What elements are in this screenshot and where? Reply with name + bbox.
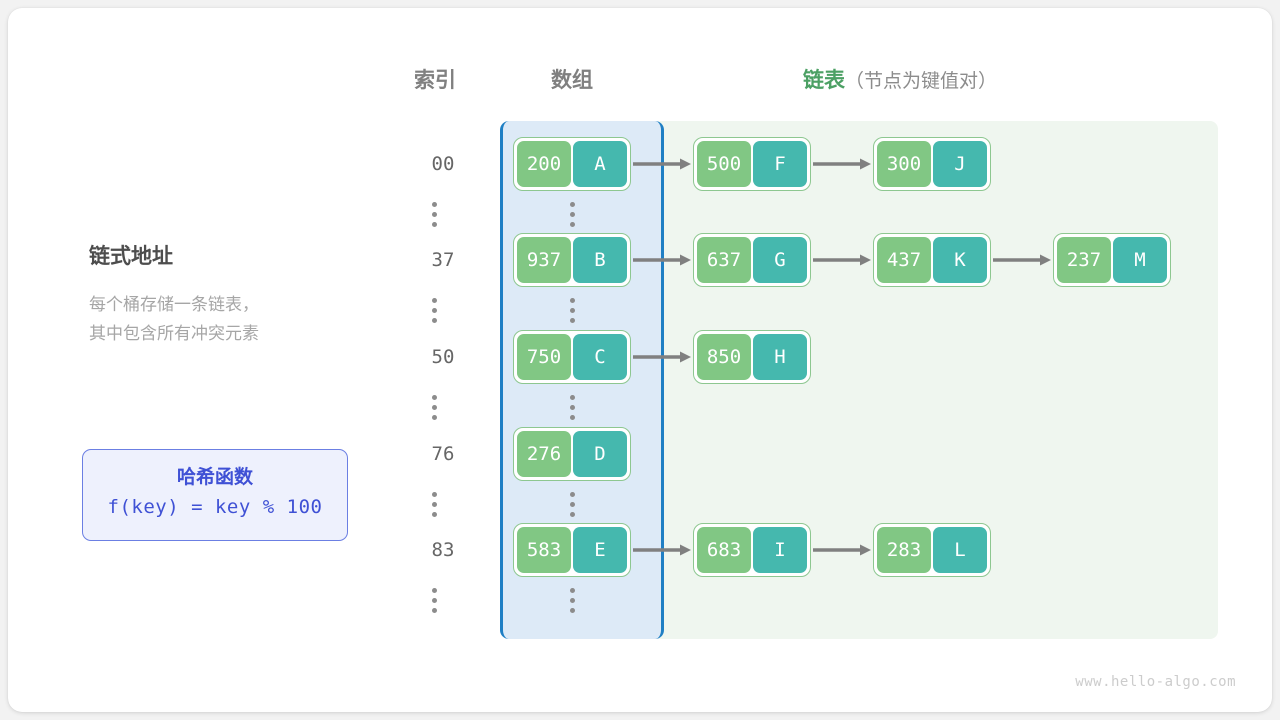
node-value: M [1113, 237, 1167, 283]
bucket-index-label: 37 [431, 249, 455, 271]
bucket-index-label: 76 [431, 443, 455, 465]
index-ellipsis-icon [432, 492, 438, 517]
footer-watermark: www.hello-algo.com [1075, 674, 1236, 690]
node-key: 637 [697, 237, 751, 283]
diagram-title: 链式地址 [89, 245, 173, 268]
next-pointer-arrow [633, 157, 691, 171]
hash-function-box: 哈希函数 f(key) = key % 100 [82, 449, 348, 541]
index-ellipsis-icon [432, 395, 438, 420]
bucket-index-label: 83 [431, 539, 455, 561]
node-value: I [753, 527, 807, 573]
node-key: 850 [697, 334, 751, 380]
node-value: B [573, 237, 627, 283]
hash-function-formula: f(key) = key % 100 [107, 496, 323, 518]
node-value: D [573, 431, 627, 477]
bucket-index-label: 00 [431, 153, 455, 175]
array-ellipsis-icon [570, 492, 576, 517]
next-pointer-arrow [993, 253, 1051, 267]
hash-function-title: 哈希函数 [176, 467, 253, 488]
node-value: J [933, 141, 987, 187]
node-key: 283 [877, 527, 931, 573]
node-key: 276 [517, 431, 571, 477]
next-pointer-arrow [813, 253, 871, 267]
node-key: 200 [517, 141, 571, 187]
array-ellipsis-icon [570, 298, 576, 323]
node-key: 237 [1057, 237, 1111, 283]
bucket-index-label: 50 [431, 346, 455, 368]
next-pointer-arrow [633, 350, 691, 364]
next-pointer-arrow [813, 157, 871, 171]
node-key: 750 [517, 334, 571, 380]
array-ellipsis-icon [570, 395, 576, 420]
node-value: E [573, 527, 627, 573]
node-key: 300 [877, 141, 931, 187]
index-ellipsis-icon [432, 202, 438, 227]
diagram-description: 每个桶存储一条链表， 其中包含所有冲突元素 [89, 295, 259, 343]
column-header-linked-list-main: 链表 [803, 69, 845, 92]
column-header-index: 索引 [414, 69, 456, 92]
column-header-linked-list-sub: （节点为键值对） [845, 71, 998, 92]
node-value: K [933, 237, 987, 283]
index-ellipsis-icon [432, 298, 438, 323]
node-value: C [573, 334, 627, 380]
node-value: L [933, 527, 987, 573]
node-key: 683 [697, 527, 751, 573]
diagram-card: 索引 数组 链表（节点为键值对） 链式地址 每个桶存储一条链表， 其中包含所有冲… [8, 8, 1272, 712]
node-key: 437 [877, 237, 931, 283]
node-key: 583 [517, 527, 571, 573]
array-ellipsis-icon [570, 202, 576, 227]
array-ellipsis-icon [570, 588, 576, 613]
next-pointer-arrow [813, 543, 871, 557]
column-header-array: 数组 [551, 69, 593, 92]
node-value: F [753, 141, 807, 187]
column-header-linked-list: 链表（节点为键值对） [803, 64, 997, 94]
node-key: 500 [697, 141, 751, 187]
node-value: A [573, 141, 627, 187]
node-key: 937 [517, 237, 571, 283]
next-pointer-arrow [633, 253, 691, 267]
next-pointer-arrow [633, 543, 691, 557]
node-value: G [753, 237, 807, 283]
index-ellipsis-icon [432, 588, 438, 613]
node-value: H [753, 334, 807, 380]
